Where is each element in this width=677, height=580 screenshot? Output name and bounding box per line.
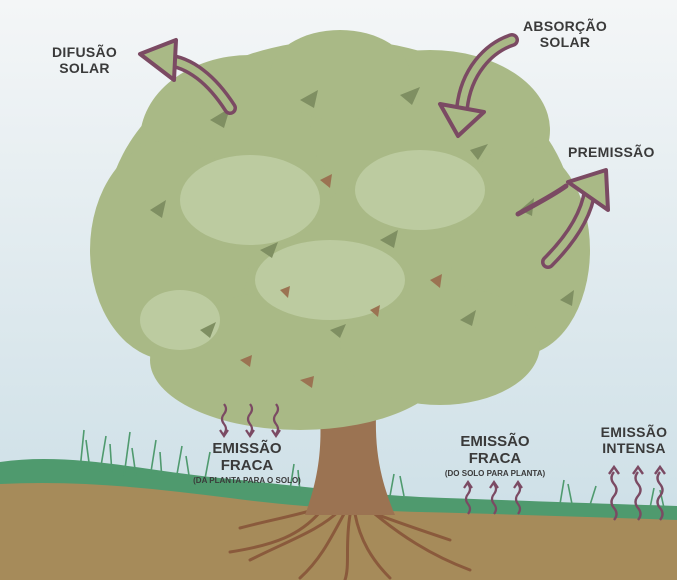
label-difusao-line1: DIFUSÃO xyxy=(52,44,117,60)
label-emissao-fraca-solo-line2: FRACA xyxy=(430,450,560,467)
label-premissao-text: PREMISSÃO xyxy=(568,144,655,160)
label-emissao-intensa-line2: INTENSA xyxy=(594,440,674,456)
label-emissao-fraca-solo: EMISSÃO FRACA (DO SOLO PARA PLANTA) xyxy=(430,433,560,478)
tree-canopy xyxy=(90,30,590,430)
label-absorcao-solar: ABSORÇÃO SOLAR xyxy=(523,18,607,50)
label-absorcao-line1: ABSORÇÃO xyxy=(523,18,607,34)
label-premissao: PREMISSÃO xyxy=(568,144,655,160)
label-emissao-fraca-planta: EMISSÃO FRACA (DA PLANTA PARA O SOLO) xyxy=(182,440,312,485)
label-emissao-fraca-planta-line1: EMISSÃO xyxy=(182,440,312,457)
label-difusao-solar: DIFUSÃO SOLAR xyxy=(52,44,117,76)
label-difusao-line2: SOLAR xyxy=(52,60,117,76)
label-emissao-intensa: EMISSÃO INTENSA xyxy=(594,424,674,456)
label-emissao-fraca-solo-line1: EMISSÃO xyxy=(430,433,560,450)
label-absorcao-line2: SOLAR xyxy=(523,34,607,50)
label-emissao-fraca-planta-line2: FRACA xyxy=(182,457,312,474)
label-emissao-intensa-line1: EMISSÃO xyxy=(594,424,674,440)
label-emissao-fraca-solo-note: (DO SOLO PARA PLANTA) xyxy=(430,469,560,478)
label-emissao-fraca-planta-note: (DA PLANTA PARA O SOLO) xyxy=(182,476,312,485)
